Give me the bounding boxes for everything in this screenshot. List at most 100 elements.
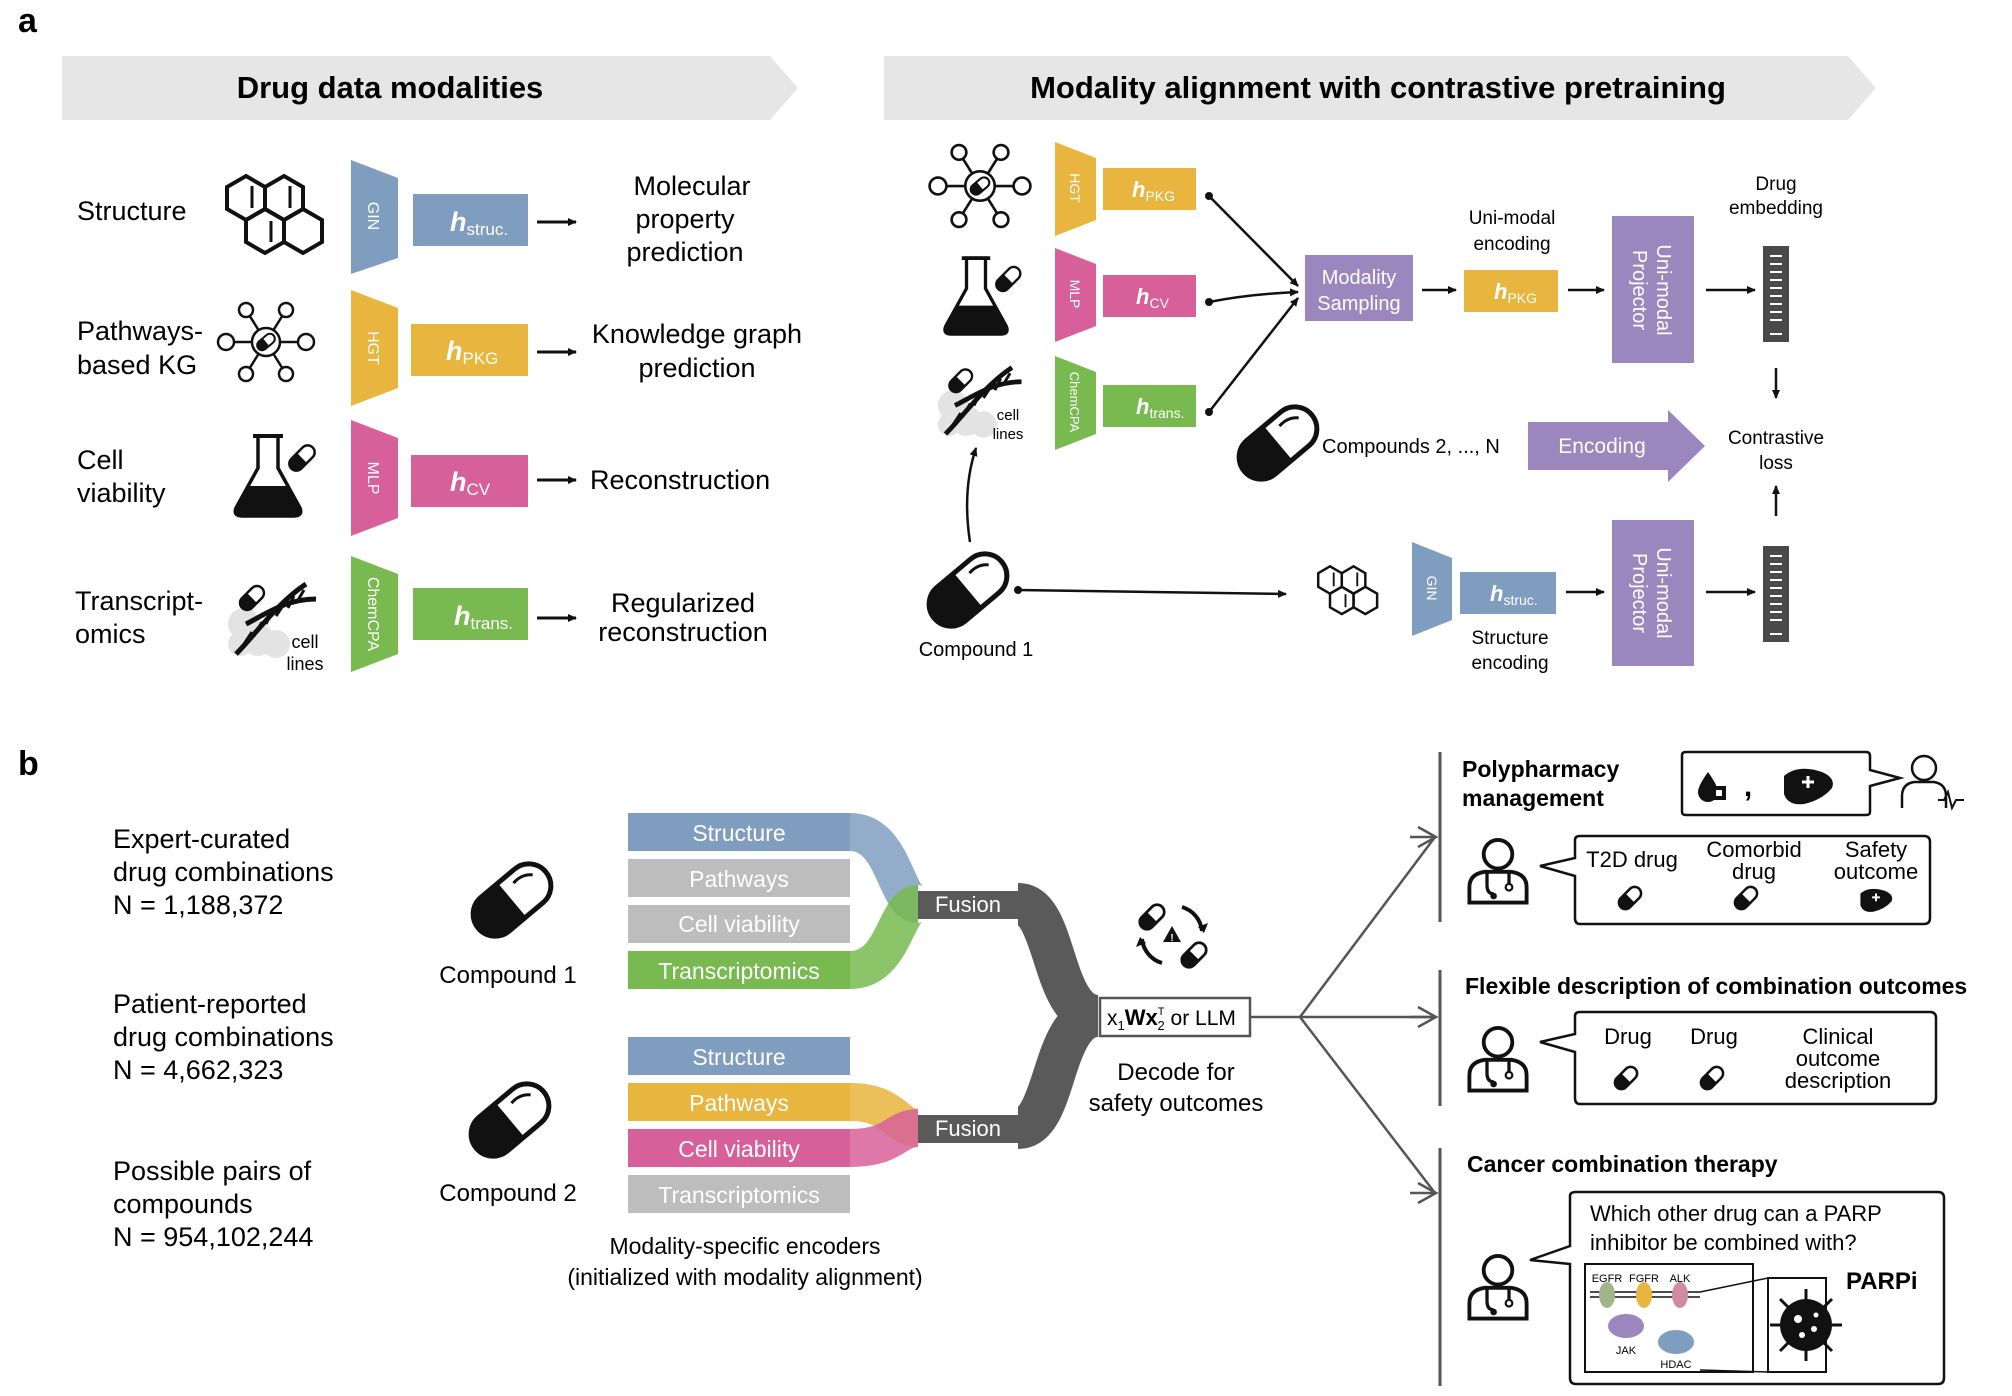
left-header-banner: [62, 56, 798, 120]
chemcpa-encoder-trapezoid: [351, 556, 398, 672]
modality1-transcriptomics-label: Transcriptomics: [658, 958, 819, 984]
modality2-structure-label: Structure: [692, 1044, 785, 1070]
app1-speech-bubble: [1539, 834, 1932, 926]
right-header-banner: [884, 56, 1876, 120]
gin-encoder-trapezoid: [351, 160, 398, 274]
arrow-trans-sampling: [1208, 297, 1299, 413]
projector-label-top: Uni-modalProjector: [1628, 244, 1674, 335]
modality2-transcriptomics-label: Transcriptomics: [658, 1182, 819, 1208]
compound1-pill-b: [464, 855, 560, 945]
compound2-label-b: Compound 2: [439, 1180, 576, 1207]
modality2-pathways-label: Pathways: [689, 1090, 789, 1116]
egfr-shape: [1599, 1282, 1615, 1308]
h-struc-label: hstruc.: [450, 207, 508, 239]
doctor-icon-1: [1467, 837, 1529, 905]
panel-a-label: a: [18, 2, 38, 40]
right-mlp-label: MLP: [1067, 280, 1083, 309]
right-gin-trapezoid: [1412, 542, 1452, 636]
modality1-cell-viability: [628, 905, 850, 943]
right-h-trans-box: [1103, 385, 1196, 427]
ribbon-transcriptomics-1: [847, 885, 925, 989]
app2-item-drug2: Drug: [1690, 1024, 1738, 1049]
arrow-compound1-structure: [1017, 588, 1287, 598]
doctor-icon-3: [1467, 1253, 1529, 1321]
hdac-shape: [1658, 1330, 1694, 1354]
jak-label: JAK: [1616, 1345, 1637, 1357]
encoding-arrow-label: Encoding: [1558, 435, 1646, 458]
hgt-encoder-label: HGT: [364, 331, 381, 365]
right-hgt-trapezoid: [1055, 142, 1096, 236]
panel-b-label: b: [18, 745, 39, 783]
compound1-pill-icon: [920, 545, 1016, 635]
ribbon-fusion-2: [1014, 995, 1102, 1149]
right-h-struc-label: hstruc.: [1490, 581, 1538, 608]
app2-item-drug1: Drug: [1604, 1024, 1652, 1049]
right-hgt-label: HGT: [1067, 173, 1083, 203]
liver-icon: [1784, 768, 1833, 805]
row-structure-name: Structure: [77, 196, 187, 226]
encoders-caption: Modality-specific encoders(initialized w…: [567, 1233, 922, 1290]
branch-line-1: [1299, 836, 1436, 1018]
flask-icon: [233, 434, 320, 518]
arrow-pkg-sampling: [1208, 195, 1299, 287]
liver-icon-small: [1860, 888, 1893, 912]
app2-title: Flexible description of combination outc…: [1465, 973, 1967, 999]
alk-shape: [1672, 1282, 1688, 1308]
receptor-egfr: EGFR: [1592, 1273, 1623, 1285]
h-trans-box: [413, 588, 528, 640]
receptor-alk: ALK: [1670, 1273, 1691, 1285]
right-h-struc-box: [1460, 572, 1556, 614]
molecule-icon-right: [1316, 565, 1379, 616]
modality2-structure: [628, 1037, 850, 1075]
right-h-cv-label: hCV: [1136, 284, 1170, 311]
modality1-pathways-label: Pathways: [689, 866, 789, 892]
left-header-title: Drug data modalities: [237, 70, 544, 105]
right-chemcpa-trapezoid: [1055, 356, 1096, 450]
modality1-structure-label: Structure: [692, 820, 785, 846]
svg-text:!: !: [1170, 933, 1173, 944]
compound1-label-b: Compound 1: [439, 962, 576, 989]
h-trans-label: htrans.: [454, 601, 513, 633]
app3-title: Cancer combination therapy: [1467, 1151, 1778, 1177]
compounds-text: Compounds 2, ..., N: [1322, 436, 1500, 458]
encoding-arrow: [1528, 410, 1705, 482]
modality1-transcriptomics: [628, 951, 850, 989]
compound1-label-a: Compound 1: [919, 639, 1034, 661]
modality-sampling-box: [1305, 255, 1413, 321]
patient-icon: [1900, 754, 1964, 811]
fusion-label-2: Fusion: [935, 1116, 1001, 1141]
receptor-fgfr: FGFR: [1629, 1273, 1659, 1285]
fgfr-shape: [1636, 1282, 1652, 1308]
compound2-pill-b: [462, 1075, 558, 1165]
task-cv: Reconstruction: [590, 465, 770, 495]
fusion-box-1: [918, 891, 1018, 919]
right-chemcpa-label: ChemCPA: [1067, 372, 1082, 433]
drug-interaction-cycle-icon: !: [1135, 900, 1211, 972]
right-h-cv-box: [1103, 275, 1196, 317]
row-transcriptomics-name: Transcript-omics: [75, 586, 203, 649]
h-pkg-label: hPKG: [446, 336, 498, 368]
arrow-compound1-up: [965, 447, 978, 543]
branch-line-3: [1299, 1016, 1436, 1194]
h-cv-box: [411, 455, 528, 507]
right-h-pkg-label: hPKG: [1132, 177, 1175, 204]
doctor-icon-2: [1467, 1025, 1529, 1093]
projector-box-top: [1612, 216, 1694, 363]
h-struc-box: [413, 194, 528, 246]
arrow-cv-sampling: [1208, 288, 1299, 304]
cancer-cell-icon: [1770, 1289, 1842, 1361]
